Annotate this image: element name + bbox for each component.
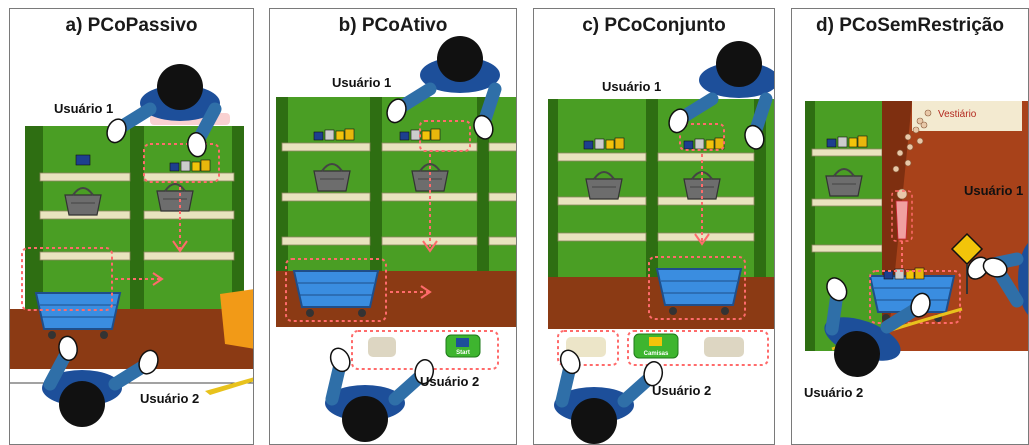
highlight-region xyxy=(21,247,113,311)
panel-b: Start b) PCoAtivo Usuário 1 Usuário 2 xyxy=(269,8,517,445)
user2-label: Usuário 2 xyxy=(652,383,712,398)
warning-sign-icon xyxy=(950,232,984,266)
panel-title: a) PCoPassivo xyxy=(65,15,198,36)
panel-d: Vestiário d) PCoSemRestrição Usuário 1 U… xyxy=(791,8,1029,445)
user1-label: Usuário 1 xyxy=(964,183,1024,198)
start-button-label: Start xyxy=(456,350,470,356)
camisas-button-label: Camisas xyxy=(644,351,669,357)
user2-label: Usuário 2 xyxy=(420,374,480,389)
user1-figure xyxy=(699,41,774,98)
panel-c: Camisas c) PCoConjunto Usuário 1 Usuário… xyxy=(533,8,775,445)
mannequins xyxy=(892,109,932,173)
highlight-region xyxy=(285,258,387,322)
shelf-unit xyxy=(805,101,882,351)
panel-c-scene: Camisas xyxy=(534,41,774,444)
panel-a: a) PCoPassivo Usuário 1 Usuário 2 xyxy=(9,8,254,445)
empty-button[interactable] xyxy=(368,337,396,357)
empty-button[interactable] xyxy=(704,337,744,357)
panel-b-scene: Start xyxy=(276,36,516,442)
user1-label: Usuário 1 xyxy=(332,75,392,90)
panel-d-scene: Vestiário xyxy=(792,101,1028,390)
panel-title: c) PCoConjunto xyxy=(582,15,726,36)
panel-title: d) PCoSemRestrição xyxy=(816,15,1004,36)
user2-label: Usuário 2 xyxy=(804,385,864,400)
empty-button[interactable] xyxy=(566,337,606,357)
highlight-region xyxy=(648,256,746,320)
user1-label: Usuário 1 xyxy=(54,101,114,116)
user2-label: Usuário 2 xyxy=(140,391,200,406)
panel-a-scene xyxy=(10,64,253,427)
vestiario-sign: Vestiário xyxy=(938,109,977,120)
user1-label: Usuário 1 xyxy=(602,79,662,94)
panel-title: b) PCoAtivo xyxy=(338,15,448,36)
